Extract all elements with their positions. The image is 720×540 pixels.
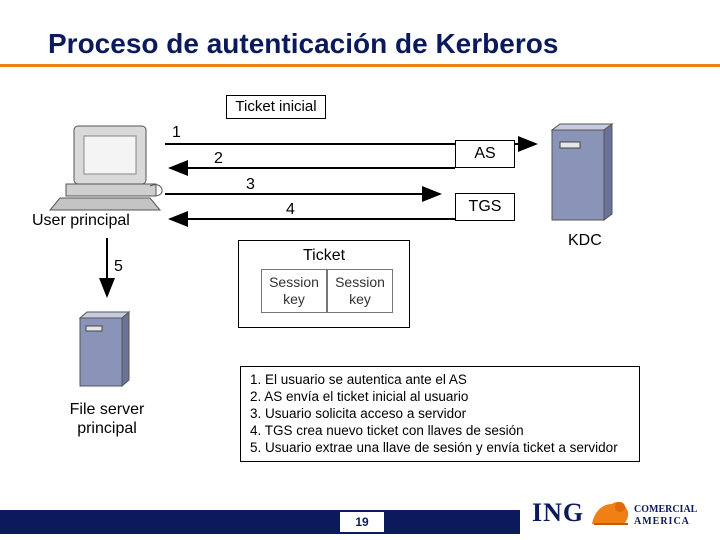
session-key-2: Session key bbox=[327, 269, 393, 313]
session-key-2-line2: key bbox=[349, 291, 371, 307]
tgs-box: TGS bbox=[455, 193, 515, 221]
step-number-5: 5 bbox=[114, 258, 123, 275]
step-3: 3. Usuario solicita acceso a servidor bbox=[250, 406, 467, 421]
lion-logo-icon bbox=[592, 501, 629, 525]
ing-logo-text: ING bbox=[532, 498, 585, 527]
session-key-1-line2: key bbox=[283, 291, 305, 307]
step-number-4: 4 bbox=[286, 201, 295, 218]
step-number-1: 1 bbox=[172, 124, 181, 141]
session-key-1-line1: Session bbox=[269, 274, 319, 290]
workstation-icon bbox=[48, 125, 163, 211]
slide-title: Proceso de autenticación de Kerberos bbox=[48, 28, 559, 59]
ticket-box: Ticket Session key Session key bbox=[238, 240, 410, 328]
title-rule bbox=[0, 64, 720, 67]
footer-bar bbox=[0, 510, 520, 534]
file-server-label-line1: File server bbox=[69, 401, 145, 418]
america-text: AMERICA bbox=[634, 516, 690, 527]
ticket-title: Ticket bbox=[302, 247, 346, 264]
kdc-label: KDC bbox=[568, 232, 602, 249]
step-1: 1. El usuario se autentica ante el AS bbox=[250, 372, 467, 387]
step-number-2: 2 bbox=[214, 150, 223, 167]
step-number-3: 3 bbox=[246, 176, 255, 193]
session-key-2-line1: Session bbox=[335, 274, 385, 290]
step-5: 5. Usuario extrae una llave de sesión y … bbox=[250, 440, 618, 455]
as-box: AS bbox=[455, 140, 515, 168]
file-server-label: File server principal bbox=[52, 400, 162, 438]
step-2: 2. AS envía el ticket inicial al usuario bbox=[250, 389, 469, 404]
file-server-label-line2: principal bbox=[77, 420, 137, 437]
ticket-inicial-label: Ticket inicial bbox=[226, 95, 326, 119]
kdc-server-icon bbox=[550, 123, 614, 221]
user-principal-label: User principal bbox=[32, 212, 130, 229]
file-server-icon bbox=[78, 310, 131, 388]
session-key-1: Session key bbox=[261, 269, 327, 313]
comercial-text: COMERCIAL bbox=[634, 504, 698, 515]
steps-list: 1. El usuario se autentica ante el AS 2.… bbox=[240, 366, 640, 462]
page-number: 19 bbox=[340, 512, 384, 532]
step-4: 4. TGS crea nuevo ticket con llaves de s… bbox=[250, 423, 524, 438]
